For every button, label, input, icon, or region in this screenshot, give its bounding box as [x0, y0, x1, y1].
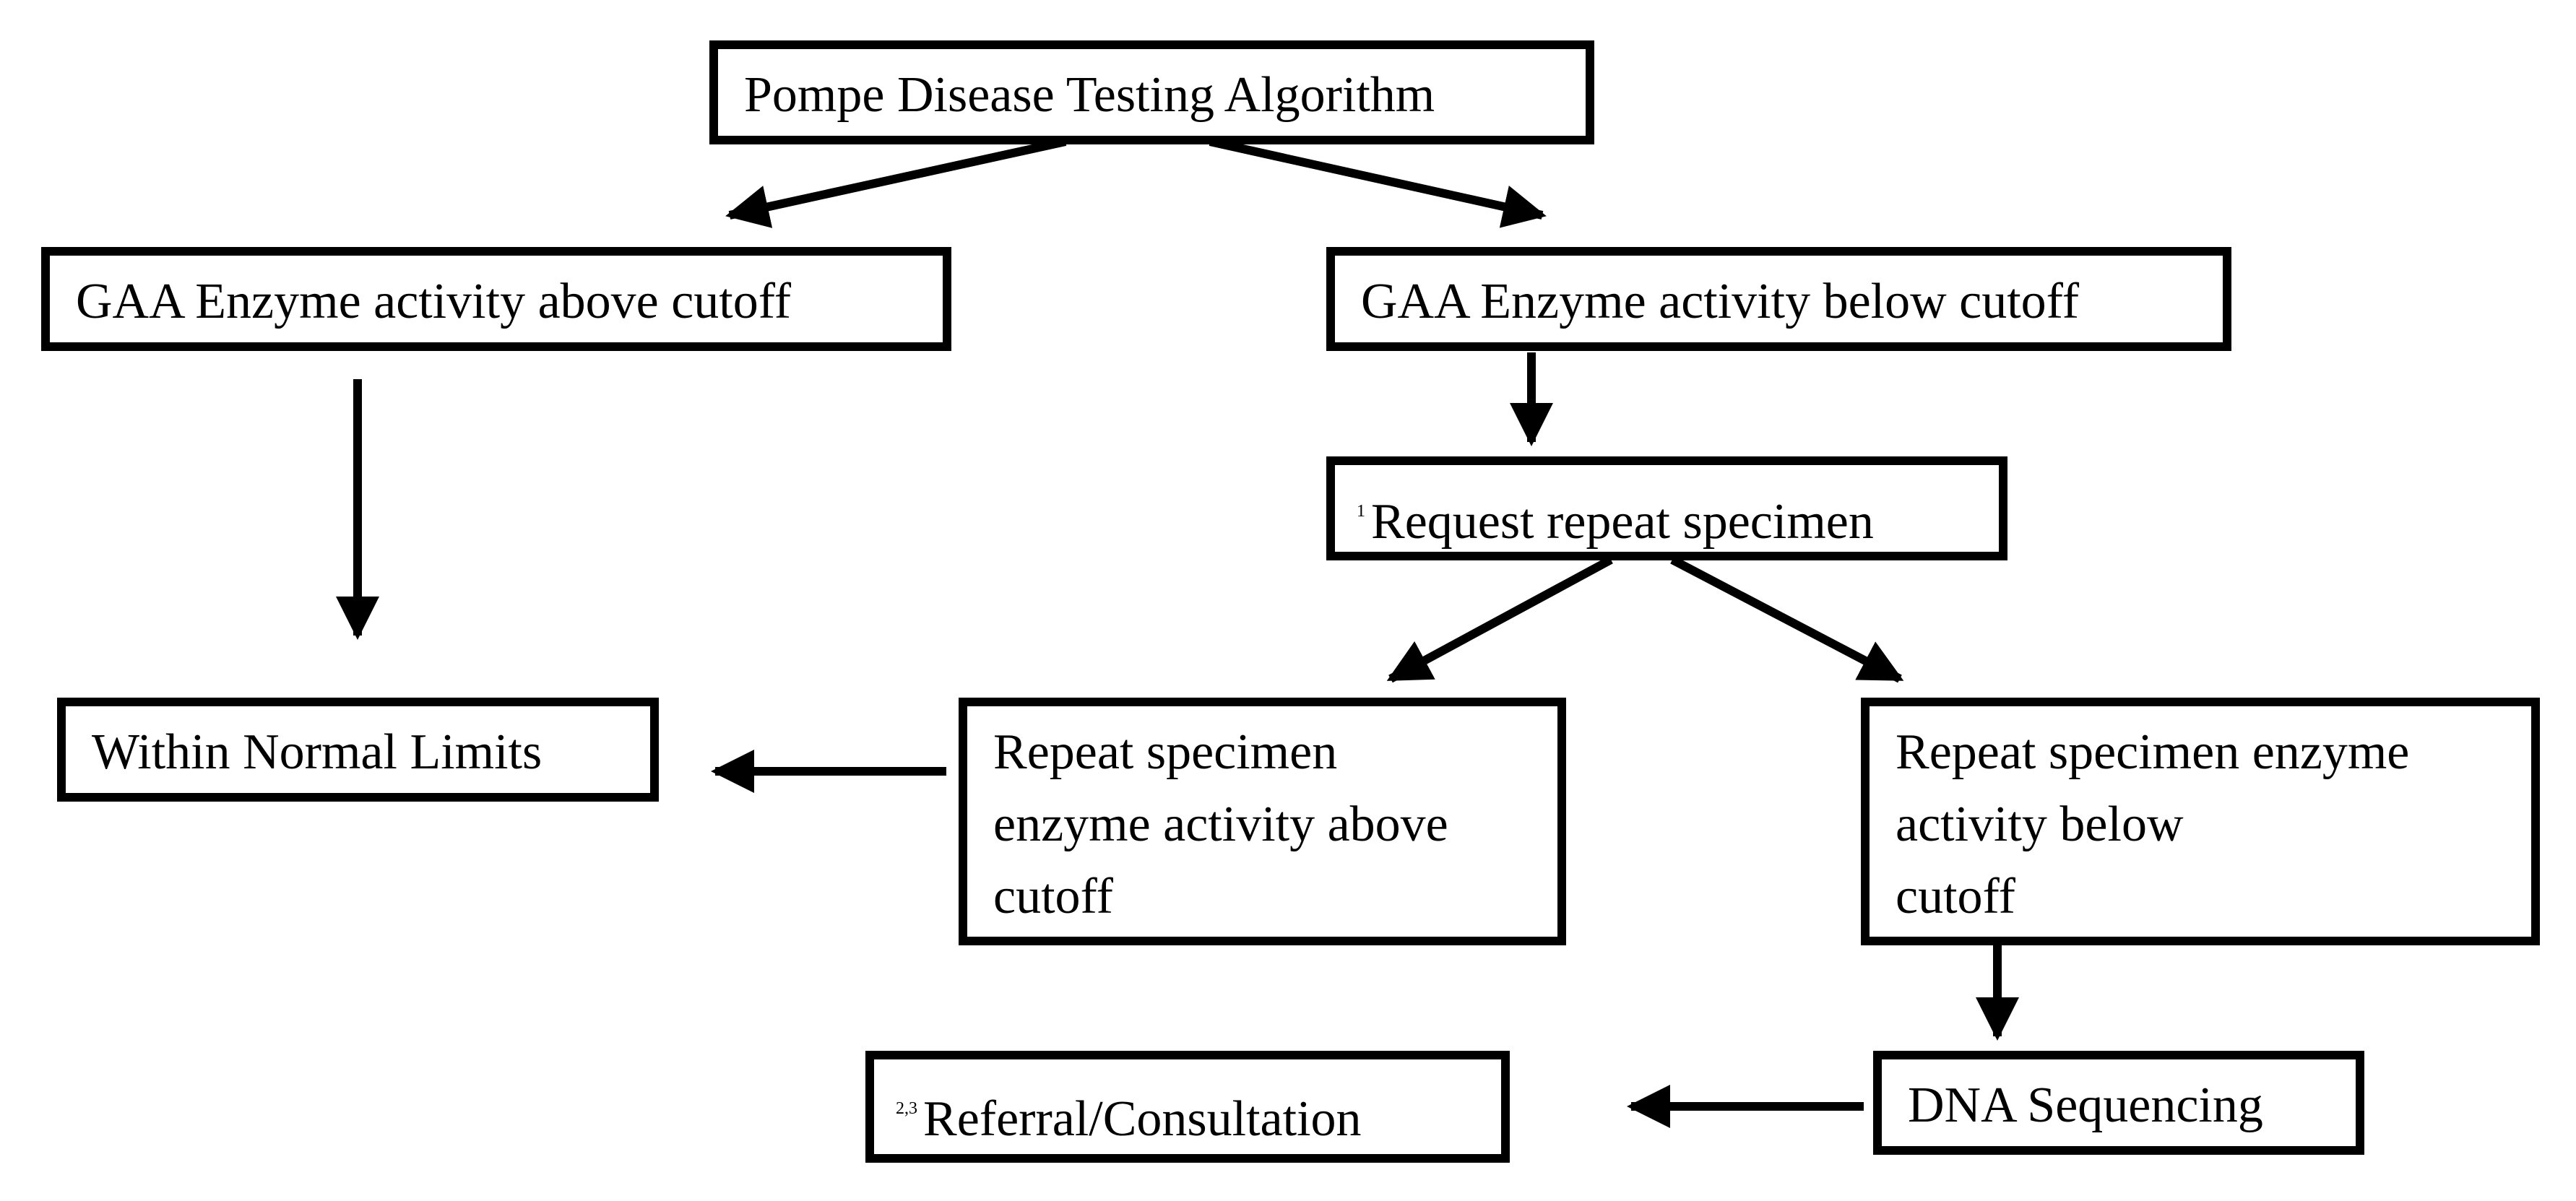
referral-text: 2,3 Referral/Consultation [896, 1072, 1362, 1156]
title-text: Pompe Disease Testing Algorithm [744, 67, 1435, 123]
repeat-below-line-2: activity below [1896, 797, 2184, 852]
repeat-below-box: Repeat specimen enzyme activity below cu… [1861, 698, 2540, 945]
repeat-request-box: 1 Request repeat specimen [1326, 456, 2007, 560]
arrow-title-to-above [725, 137, 1067, 228]
repeat-above-line-3: cutoff [993, 869, 1113, 924]
below-cutoff-text: GAA Enzyme activity below cutoff [1361, 274, 2080, 329]
repeat-below-line-3: cutoff [1896, 869, 2015, 924]
arrow-repeat-request-to-repeat-below [1670, 555, 1904, 683]
above-cutoff-box: GAA Enzyme activity above cutoff [41, 247, 951, 351]
repeat-above-line-2: enzyme activity above [993, 797, 1448, 852]
repeat-above-box: Repeat specimen enzyme activity above cu… [959, 698, 1566, 945]
repeat-below-line-1: Repeat specimen enzyme [1896, 724, 2410, 780]
footnote-marker-2-3: 2,3 [896, 1099, 917, 1118]
dna-text: DNA Sequencing [1908, 1078, 2263, 1133]
referral-label: Referral/Consultation [923, 1091, 1362, 1147]
repeat-above-text: Repeat specimen enzyme activity above cu… [993, 716, 1448, 933]
normal-box: Within Normal Limits [57, 698, 659, 802]
dna-box: DNA Sequencing [1873, 1051, 2364, 1155]
below-cutoff-box: GAA Enzyme activity below cutoff [1326, 247, 2231, 351]
repeat-request-label: Request repeat specimen [1371, 494, 1874, 550]
title-box: Pompe Disease Testing Algorithm [709, 40, 1594, 144]
repeat-below-text: Repeat specimen enzyme activity below cu… [1896, 716, 2409, 933]
normal-text: Within Normal Limits [92, 724, 543, 780]
arrow-repeat-request-to-repeat-above [1386, 555, 1613, 683]
above-cutoff-text: GAA Enzyme activity above cutoff [76, 274, 792, 329]
repeat-request-text: 1 Request repeat specimen [1357, 475, 1874, 558]
referral-box: 2,3 Referral/Consultation [865, 1051, 1510, 1163]
footnote-marker-1: 1 [1357, 502, 1365, 521]
arrow-title-to-below [1209, 137, 1547, 228]
repeat-above-line-1: Repeat specimen [993, 724, 1338, 780]
